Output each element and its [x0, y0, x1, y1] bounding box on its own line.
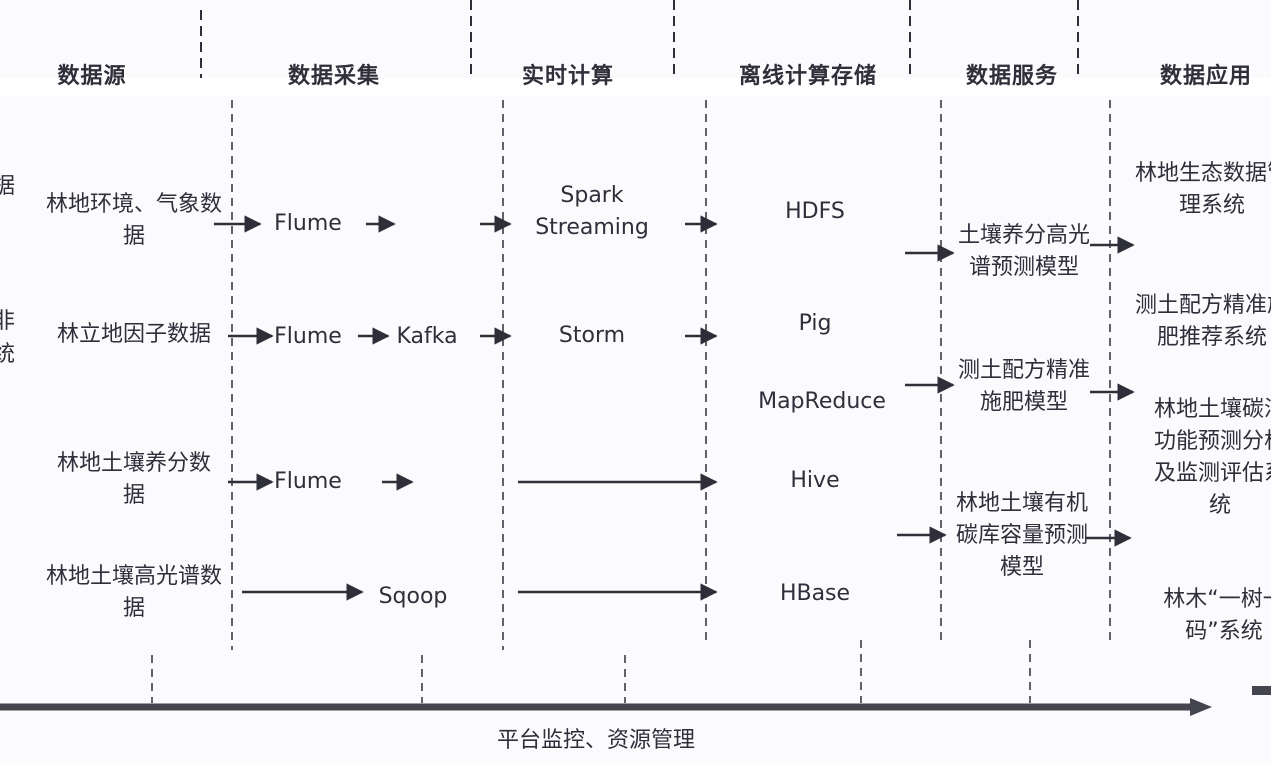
offline-hive: Hive	[790, 468, 840, 493]
offline-pig: Pig	[798, 311, 832, 336]
collect-kafka: Kafka	[396, 324, 458, 349]
header-realtime: 实时计算	[521, 64, 615, 89]
left-edge-text: 据	[0, 174, 16, 199]
service-fertilization-model: 测土配方精准施肥模型	[957, 358, 1090, 415]
app-fertilization-system: 测土配方精准施肥推荐系统	[1134, 293, 1271, 350]
offline-mapreduce: MapReduce	[758, 389, 886, 414]
app-tree-code-system: 林木“一树一码”系统	[1163, 587, 1271, 644]
source-soil-spectrum: 林地土壤高光谱数据	[45, 564, 222, 621]
collect-sqoop: Sqoop	[378, 584, 448, 609]
left-edge-text: 非	[0, 309, 16, 334]
realtime-storm: Storm	[558, 323, 626, 348]
collect-flume-2: Flume	[274, 324, 342, 349]
header-band	[0, 78, 1271, 96]
baseline-right-mark	[1252, 686, 1271, 695]
app-carbon-system: 林地土壤碳汇功能预测分析及监测评估系统	[1153, 397, 1271, 518]
source-site-factor: 林立地因子数据	[56, 322, 212, 347]
flow-arrows	[214, 215, 1135, 601]
footer-monitoring: 平台监控、资源管理	[496, 728, 696, 753]
offline-hdfs: HDFS	[785, 199, 845, 224]
header-data-source: 数据源	[57, 64, 127, 89]
source-soil-nutrient: 林地土壤养分数据	[56, 451, 211, 508]
offline-hbase: HBase	[779, 581, 851, 606]
service-carbon-model: 林地土壤有机碳库容量预测模型	[955, 491, 1088, 580]
top-dashed-stubs	[200, 0, 1079, 78]
app-eco-data-system: 林地生态数据管理系统	[1134, 161, 1271, 218]
header-data-collection: 数据采集	[287, 64, 381, 89]
baseline-arrowhead	[1190, 698, 1212, 716]
collect-flume-1: Flume	[274, 211, 342, 236]
realtime-spark-streaming: Spark Streaming	[535, 183, 649, 240]
source-env-weather: 林地环境、气象数据	[45, 192, 222, 249]
left-edge-text: 统	[0, 342, 16, 367]
column-separators	[231, 86, 1111, 650]
bottom-dashed-stubs	[151, 640, 1031, 703]
header-offline: 离线计算存储	[738, 64, 878, 89]
header-data-application: 数据应用	[1159, 64, 1253, 89]
service-spectrum-model: 土壤养分高光谱预测模型	[957, 223, 1090, 280]
header-data-service: 数据服务	[965, 64, 1059, 89]
collect-flume-3: Flume	[274, 469, 342, 494]
